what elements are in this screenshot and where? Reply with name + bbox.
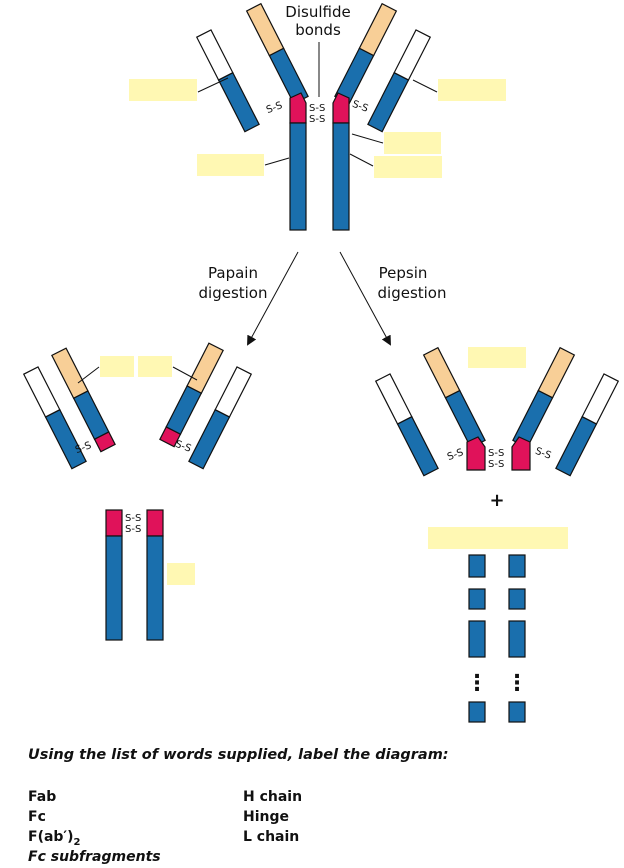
right-heavy-arm (334, 2, 398, 105)
blank-label-fab2[interactable] (468, 347, 526, 368)
ss-bond-fab-left: S-S (74, 440, 93, 456)
leader-middle-left (264, 157, 290, 166)
ss-bond-hinge-2: S-S (309, 114, 325, 125)
blank-label-fc-subfragments[interactable] (428, 527, 568, 549)
pepsin-arrow (339, 251, 391, 346)
subfragment-right-3 (508, 620, 526, 658)
leader-top-right (412, 79, 438, 93)
fab2-left-light (374, 373, 439, 477)
fc-right-hinge (146, 509, 164, 537)
leader-middle-right (349, 153, 374, 167)
subfragment-left-2 (468, 588, 486, 610)
plus-sign: + (489, 490, 504, 511)
pepsin-products: S-S S-S S-S S-S + ⋮ ⋮ (374, 346, 620, 723)
papain-arrow (247, 251, 299, 346)
right-hinge (332, 92, 350, 124)
papain-label-line1: Papain (208, 264, 258, 282)
instructions: Using the list of words supplied, label … (28, 747, 449, 763)
ss-bond-hinge-1: S-S (309, 103, 325, 114)
pepsin-label-line1: Pepsin (379, 264, 428, 282)
word-fab2-text: F(ab′) (28, 829, 74, 845)
disulfide-label-line2: bonds (295, 21, 341, 39)
blank-label-fab-1[interactable] (100, 356, 134, 377)
subfragment-left-4 (468, 701, 486, 723)
ss-bond-fab2-2: S-S (488, 459, 504, 470)
subfragment-right-4 (508, 701, 526, 723)
word-hinge: Hinge (243, 809, 289, 825)
blank-label-fab-2[interactable] (138, 356, 172, 377)
leader-fab-1 (77, 366, 100, 384)
right-heavy-stem (332, 122, 350, 231)
fab-left-heavy (51, 347, 116, 453)
fab-left-light (22, 366, 87, 470)
ss-bond-left-light: S-S (265, 100, 284, 116)
leader-fab-2 (172, 366, 198, 381)
word-l-chain: L chain (243, 829, 300, 845)
fab-right-light (188, 366, 253, 470)
word-fab2-subscript: 2 (73, 836, 81, 848)
ss-bond-right-light: S-S (351, 99, 370, 115)
leader-top-left (197, 77, 229, 93)
ellipsis-left: ⋮ (466, 671, 488, 696)
ss-bond-fab2-left: S-S (446, 447, 465, 463)
ss-bond-fc-2: S-S (125, 524, 141, 535)
left-light-chain (195, 29, 260, 133)
word-fab: Fab (28, 789, 57, 805)
right-light-chain (367, 29, 432, 133)
blank-label-middle-right[interactable] (374, 156, 442, 178)
word-fc-subfragments: Fc subfragments (28, 849, 161, 865)
leader-top-right-2 (351, 133, 384, 144)
blank-label-middle-left[interactable] (197, 154, 264, 176)
fab-right-heavy (159, 342, 224, 448)
subfragment-right-1 (508, 554, 526, 578)
ss-bond-fab2-right: S-S (534, 446, 553, 462)
subfragment-left-3 (468, 620, 486, 658)
blank-label-fc[interactable] (167, 563, 195, 585)
fab2-left-hinge (466, 436, 486, 471)
fab2-right-light (555, 373, 620, 477)
ss-bond-fab2-1: S-S (488, 448, 504, 459)
intact-antibody: S-S S-S S-S S-S Disulfide bonds (129, 2, 506, 231)
word-h-chain: H chain (243, 789, 303, 805)
blank-label-top-left[interactable] (129, 79, 197, 101)
word-fab2: F(ab′)2 (28, 829, 81, 848)
ss-bond-fc-1: S-S (125, 513, 141, 524)
disulfide-label-line1: Disulfide (285, 3, 350, 21)
subfragment-right-2 (508, 588, 526, 610)
blank-label-top-right[interactable] (438, 79, 506, 101)
blank-label-top-right-2[interactable] (384, 132, 441, 154)
fc-left-hinge (105, 509, 123, 537)
papain-products: S-S S-S S-S S-S (22, 342, 253, 641)
papain-label-line2: digestion (199, 284, 268, 302)
word-fc: Fc (28, 809, 46, 825)
ellipsis-right: ⋮ (506, 671, 528, 696)
fc-left-stem (105, 535, 123, 641)
subfragment-left-1 (468, 554, 486, 578)
ss-bond-fab-right: S-S (174, 439, 193, 455)
fab2-right-hinge (511, 436, 531, 471)
left-heavy-stem (289, 122, 307, 231)
left-hinge (289, 92, 307, 124)
pepsin-label-line2: digestion (378, 284, 447, 302)
fc-right-stem (146, 535, 164, 641)
